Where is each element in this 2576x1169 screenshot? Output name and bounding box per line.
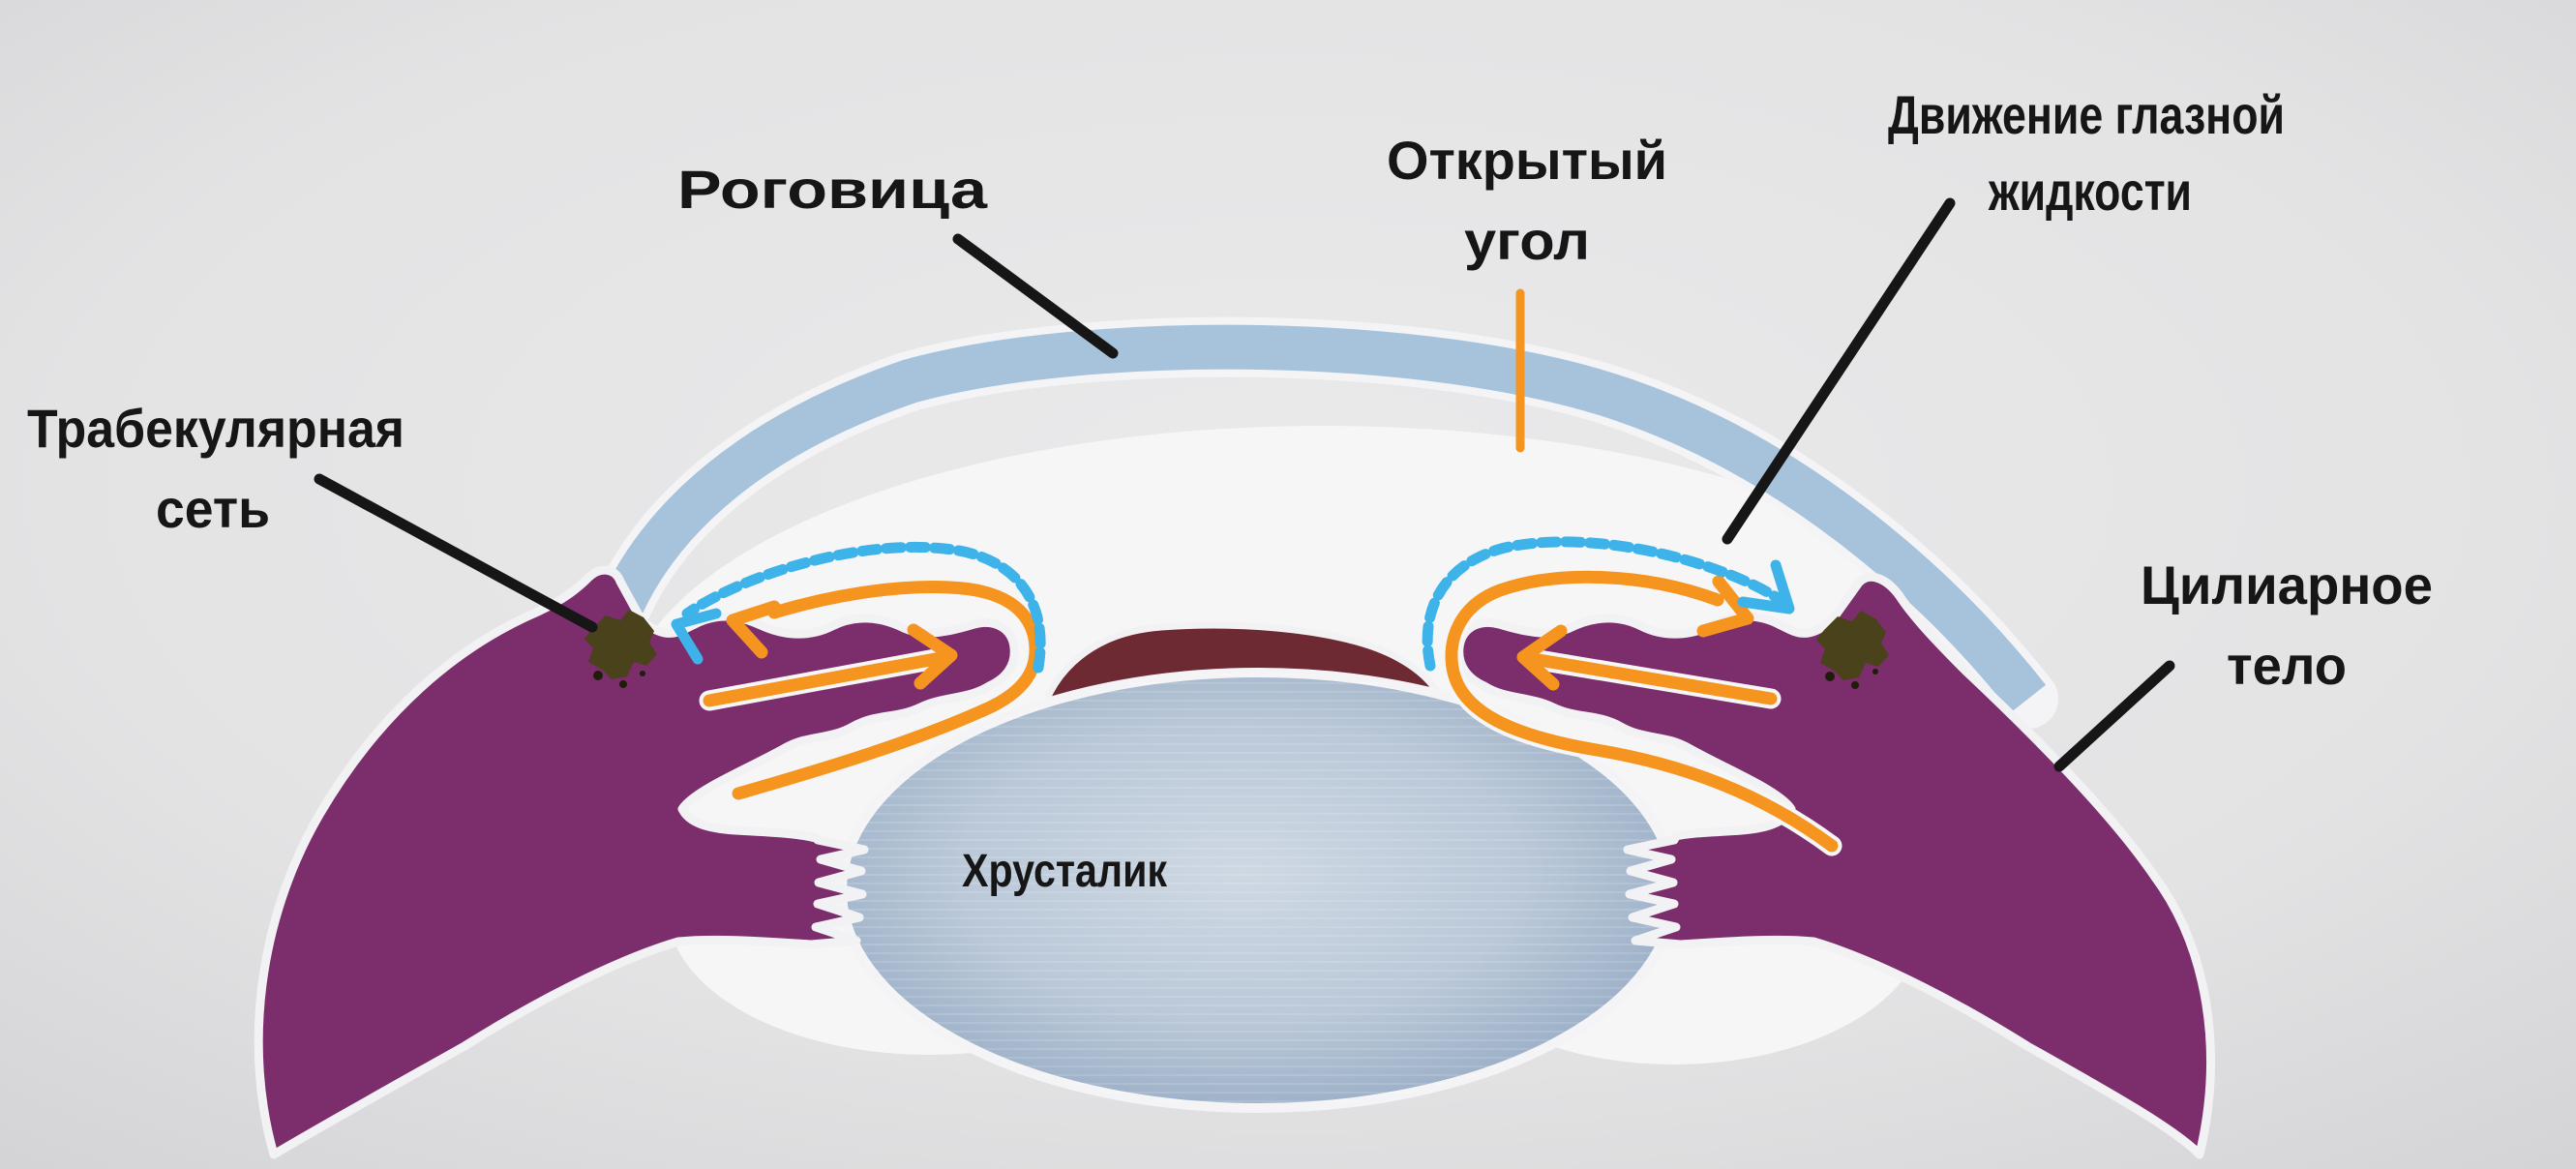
- open-angle-label-line2: угол: [1464, 210, 1590, 271]
- fluid-movement-label-line2: жидкости: [1988, 161, 2192, 222]
- ciliary-label-line1: Цилиарное: [2141, 555, 2433, 615]
- trabecular-label-line1: Трабекулярная: [27, 398, 404, 459]
- cornea-arc: [568, 316, 2058, 729]
- ciliary-body-right: [1454, 572, 2215, 1159]
- ciliary-label-line2: тело: [2227, 635, 2347, 696]
- fluid-flow-straight-right: [1516, 624, 1782, 709]
- outflow-arrow-left: [671, 541, 1046, 674]
- blue-arrowhead-left-icon: [671, 608, 722, 665]
- fluid-flow-loop-left: [726, 577, 1046, 804]
- fluid-movement-pointer-line: [1722, 197, 1956, 545]
- fluid-movement-label: Движение глазной жидкости: [1888, 84, 2285, 222]
- blue-arrowhead-right-icon: [1737, 559, 1795, 614]
- open-angle-label-line1: Открытый: [1387, 130, 1667, 191]
- fluid-flow-loop-right: [1441, 566, 1842, 856]
- outflow-arrow-right: [1422, 536, 1795, 672]
- fluid-flow-straight-left: [699, 623, 958, 711]
- orange-arrowhead-left-icon: [726, 600, 781, 659]
- lens-shape: [837, 668, 1679, 1113]
- cornea-label: Роговица: [677, 159, 988, 220]
- orange-arrowhead-right-icon: [1696, 575, 1754, 638]
- lens-label: Хрусталик: [962, 846, 1168, 897]
- trabecular-meshwork-left: [584, 610, 657, 688]
- ciliary-pointer-line: [2053, 660, 2175, 772]
- orange-arrowhead-left-straight-icon: [907, 623, 958, 690]
- fluid-movement-label-line1: Движение глазной: [1888, 84, 2285, 145]
- trabecular-pointer-line: [314, 473, 598, 633]
- cornea-pointer-line: [952, 233, 1119, 359]
- trabecular-meshwork-right: [1816, 611, 1889, 689]
- open-angle-label: Открытый угол: [1387, 130, 1667, 271]
- ciliary-body-left: [254, 565, 1019, 1159]
- orange-arrowhead-right-straight-icon: [1516, 624, 1568, 691]
- trabecular-label: Трабекулярная сеть: [27, 398, 404, 539]
- trabecular-label-line2: сеть: [156, 478, 270, 539]
- ciliary-label: Цилиарное тело: [2141, 555, 2433, 696]
